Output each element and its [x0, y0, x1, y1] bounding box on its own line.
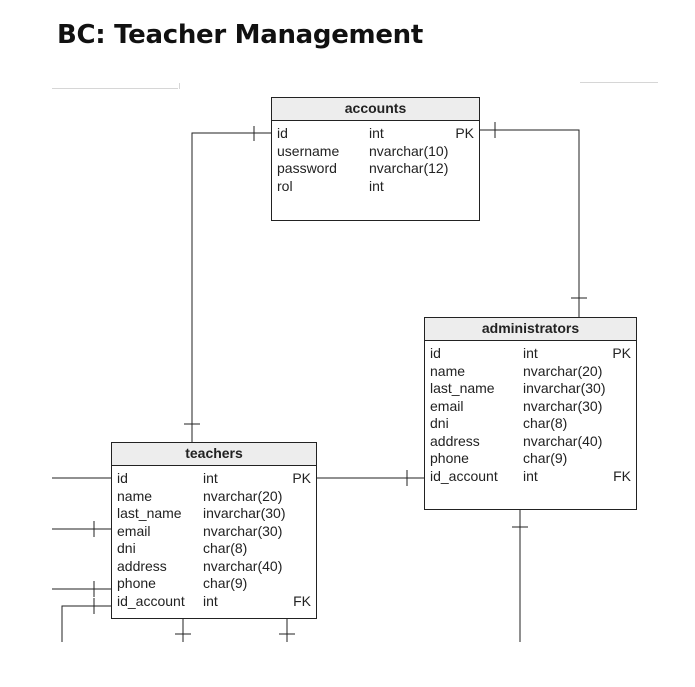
attribute-name: password	[277, 160, 337, 176]
decorative-rule-right	[580, 82, 658, 83]
attribute-name: address	[430, 432, 480, 449]
attribute-list: id int PK name nvarchar(20) last_name invarcha…	[112, 466, 316, 610]
attribute-name: id_account	[430, 467, 498, 484]
attribute-row: id int PK	[277, 125, 474, 143]
diagram-title: BC: Teacher Management	[57, 20, 424, 50]
attribute-row: email nvarchar(30)	[117, 523, 311, 541]
attribute-name: dni	[430, 415, 449, 431]
attribute-key: PK	[292, 470, 311, 486]
attribute-row: id int PK	[430, 345, 631, 363]
attribute-row: last_name invarchar(30)	[117, 505, 311, 523]
attribute-row: id_account int FK	[117, 593, 311, 611]
attribute-type: char(9)	[203, 575, 248, 591]
attribute-name: rol	[277, 177, 293, 194]
attribute-name: last_name	[117, 505, 182, 521]
attribute-type: int	[203, 470, 218, 486]
attribute-name: name	[430, 362, 466, 379]
attribute-key: PK	[455, 125, 474, 141]
attribute-row: phone char(9)	[430, 450, 631, 468]
attribute-name: id	[277, 125, 288, 141]
attribute-name: phone	[117, 575, 156, 591]
decorative-rule-left	[52, 83, 180, 89]
attribute-name: id	[117, 470, 128, 486]
attribute-row: password nvarchar(12)	[277, 160, 474, 178]
attribute-name: username	[277, 142, 340, 159]
attribute-key: FK	[293, 592, 311, 609]
attribute-list: id int PK username nvarchar(10) password nvarc…	[272, 121, 479, 195]
entity-header: accounts	[272, 98, 479, 121]
attribute-type: nvarchar(20)	[203, 487, 283, 504]
attribute-type: int	[369, 177, 384, 194]
relation-accounts-teachers	[191, 132, 271, 442]
entity-header: administrators	[425, 318, 636, 341]
attribute-type: char(8)	[523, 415, 568, 431]
attribute-name: last_name	[430, 380, 495, 396]
attribute-row: id_account int FK	[430, 468, 631, 486]
attribute-name: address	[117, 557, 167, 574]
attribute-row: dni char(8)	[117, 540, 311, 558]
attribute-key: PK	[612, 345, 631, 361]
attribute-type: int	[523, 467, 538, 484]
attribute-row: email nvarchar(30)	[430, 398, 631, 416]
attribute-type: char(9)	[523, 450, 568, 466]
attribute-name: phone	[430, 450, 469, 466]
attribute-name: email	[430, 397, 464, 414]
relation-teachers-left-4	[61, 605, 111, 642]
attribute-type: nvarchar(10)	[369, 142, 449, 159]
attribute-type: char(8)	[203, 540, 248, 556]
attribute-row: last_name invarchar(30)	[430, 380, 631, 398]
attribute-type: invarchar(30)	[523, 380, 606, 396]
attribute-list: id int PK name nvarchar(20) last_name invarcha…	[425, 341, 636, 485]
attribute-name: email	[117, 522, 151, 539]
attribute-name: id	[430, 345, 441, 361]
attribute-type: int	[203, 592, 218, 609]
attribute-row: rol int	[277, 178, 474, 196]
attribute-type: int	[369, 125, 384, 141]
relation-accounts-administrators	[480, 129, 580, 317]
attribute-row: name nvarchar(20)	[430, 363, 631, 381]
attribute-type: nvarchar(12)	[369, 160, 449, 176]
attribute-name: dni	[117, 540, 136, 556]
attribute-row: address nvarchar(40)	[117, 558, 311, 576]
attribute-name: id_account	[117, 592, 185, 609]
entity-header: teachers	[112, 443, 316, 466]
attribute-row: phone char(9)	[117, 575, 311, 593]
attribute-type: invarchar(30)	[203, 505, 286, 521]
attribute-type: nvarchar(20)	[523, 362, 603, 379]
attribute-type: nvarchar(30)	[523, 397, 603, 414]
attribute-type: int	[523, 345, 538, 361]
attribute-row: username nvarchar(10)	[277, 143, 474, 161]
attribute-row: id int PK	[117, 470, 311, 488]
attribute-row: name nvarchar(20)	[117, 488, 311, 506]
attribute-type: nvarchar(40)	[523, 432, 603, 449]
attribute-type: nvarchar(40)	[203, 557, 283, 574]
attribute-row: address nvarchar(40)	[430, 433, 631, 451]
attribute-type: nvarchar(30)	[203, 522, 283, 539]
attribute-name: name	[117, 487, 153, 504]
attribute-key: FK	[613, 467, 631, 484]
attribute-row: dni char(8)	[430, 415, 631, 433]
